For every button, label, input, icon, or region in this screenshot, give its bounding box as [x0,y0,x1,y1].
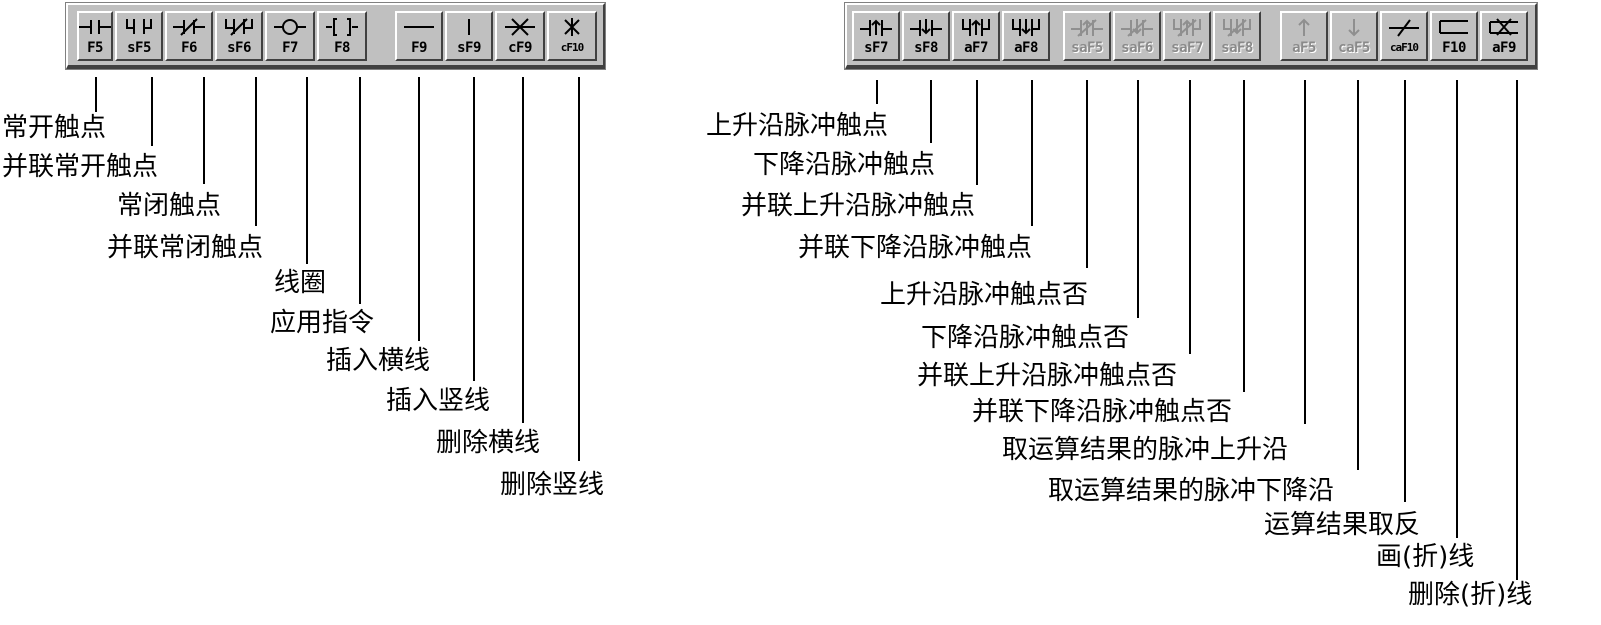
normally-open-contact-icon [79,20,111,34]
rising-edge-contact-button[interactable]: sF7 [852,11,900,61]
leader-line [1031,80,1033,226]
down-arrow-icon [1348,19,1360,37]
coil-button[interactable]: F7 [265,11,315,61]
result-falling-edge-button[interactable]: caF5 [1330,11,1378,61]
label-rising-edge-contact: 上升沿脉冲触点 [706,111,889,141]
parallel-open-contact-icon [126,19,152,34]
leader-line [1357,80,1359,470]
label-insert-horizontal-line: 插入横线 [326,346,431,376]
rising-edge-negated-button[interactable]: saF5 [1063,11,1111,61]
leader-line [95,77,97,112]
label-delete-line: 删除(折)线 [1408,580,1533,610]
falling-edge-negated-icon [1121,19,1153,37]
leader-line [151,77,153,146]
parallel-falling-edge-button[interactable]: aF8 [1002,11,1050,61]
insert-vertical-line-button[interactable]: sF9 [445,11,493,61]
leader-line [522,77,524,423]
application-instruction-button[interactable]: F8 [317,11,367,61]
leader-line [359,77,361,304]
leader-line [1243,80,1245,392]
leader-line [1456,80,1458,538]
falling-edge-negated-button[interactable]: saF6 [1113,11,1161,61]
leader-line [418,77,420,341]
vertical-line-icon [468,19,470,35]
leader-line [255,77,257,226]
leader-line [578,77,580,461]
insert-horizontal-line-button[interactable]: F9 [395,11,443,61]
parallel-falling-negated-icon [1223,19,1251,37]
leader-line [1086,80,1088,268]
falling-edge-contact-button[interactable]: sF8 [902,11,950,61]
label-falling-edge-negated: 下降沿脉冲触点否 [921,323,1130,353]
instruction-bracket-icon [326,18,358,36]
delete-vertical-line-icon [564,18,580,36]
leader-line [1304,80,1306,424]
ladder-toolbar-left: F5 sF5 F6 sF6 F7 F8 F9 [66,3,605,69]
label-parallel-rising-negated: 并联上升沿脉冲触点否 [917,361,1178,391]
label-parallel-falling-edge: 并联下降沿脉冲触点 [798,233,1033,263]
delete-vertical-line-button[interactable]: cF10 [547,11,597,61]
label-parallel-rising-edge: 并联上升沿脉冲触点 [741,191,976,221]
ladder-toolbar-right: sF7 sF8 aF7 aF8 saF5 saF6 saF7 [845,3,1537,69]
parallel-rising-edge-button[interactable]: aF7 [952,11,1000,61]
parallel-falling-edge-icon [1012,19,1040,36]
normally-closed-contact-button[interactable]: F6 [165,11,213,61]
coil-icon [274,19,306,35]
delete-horizontal-line-icon [505,18,535,36]
normally-closed-contact-icon [173,18,205,36]
label-application-instruction: 应用指令 [270,308,375,338]
leader-line [306,77,308,264]
rising-edge-negated-icon [1071,19,1103,37]
up-arrow-icon [1298,18,1310,36]
label-parallel-falling-negated: 并联下降沿脉冲触点否 [972,397,1233,427]
delete-line-button[interactable]: aF9 [1480,11,1528,61]
label-draw-line: 画(折)线 [1376,542,1475,572]
leader-line [976,80,978,185]
falling-edge-contact-icon [910,19,942,36]
leader-line [930,80,932,143]
label-delete-vertical-line: 删除竖线 [500,470,605,500]
label-parallel-closed-contact: 并联常闭触点 [107,233,264,263]
parallel-falling-negated-button[interactable]: saF8 [1213,11,1261,61]
label-falling-edge-contact: 下降沿脉冲触点 [753,150,936,180]
leader-line [473,77,475,381]
label-result-falling-edge: 取运算结果的脉冲下降沿 [1048,476,1335,506]
label-insert-vertical-line: 插入竖线 [386,386,491,416]
leader-line [1404,80,1406,502]
leader-line [203,77,205,184]
horizontal-line-icon [404,26,434,28]
label-coil: 线圈 [274,268,327,298]
draw-line-button[interactable]: F10 [1430,11,1478,61]
invert-result-button[interactable]: caF10 [1380,11,1428,61]
leader-line [1516,80,1518,580]
parallel-rising-negated-icon [1173,19,1201,37]
leader-line [1189,80,1191,354]
parallel-open-contact-button[interactable]: sF5 [115,11,163,61]
label-normally-closed-contact: 常闭触点 [117,191,222,221]
rising-edge-contact-icon [860,19,892,36]
invert-result-icon [1389,19,1419,37]
normally-open-contact-button[interactable]: F5 [77,11,113,61]
leader-line [1137,80,1139,318]
parallel-closed-contact-button[interactable]: sF6 [215,11,263,61]
parallel-closed-contact-icon [225,18,253,36]
label-result-rising-edge: 取运算结果的脉冲上升沿 [1002,435,1289,465]
draw-line-icon [1439,20,1468,34]
result-rising-edge-button[interactable]: aF5 [1280,11,1328,61]
label-invert-result: 运算结果取反 [1264,510,1421,540]
delete-line-icon [1489,18,1518,36]
label-normally-open-contact: 常开触点 [2,113,107,143]
label-rising-edge-negated: 上升沿脉冲触点否 [880,280,1089,310]
label-delete-horizontal-line: 删除横线 [436,428,541,458]
parallel-rising-edge-icon [962,19,990,36]
delete-horizontal-line-button[interactable]: cF9 [495,11,545,61]
label-parallel-open-contact: 并联常开触点 [2,152,159,182]
leader-line [876,80,878,104]
parallel-rising-negated-button[interactable]: saF7 [1163,11,1211,61]
